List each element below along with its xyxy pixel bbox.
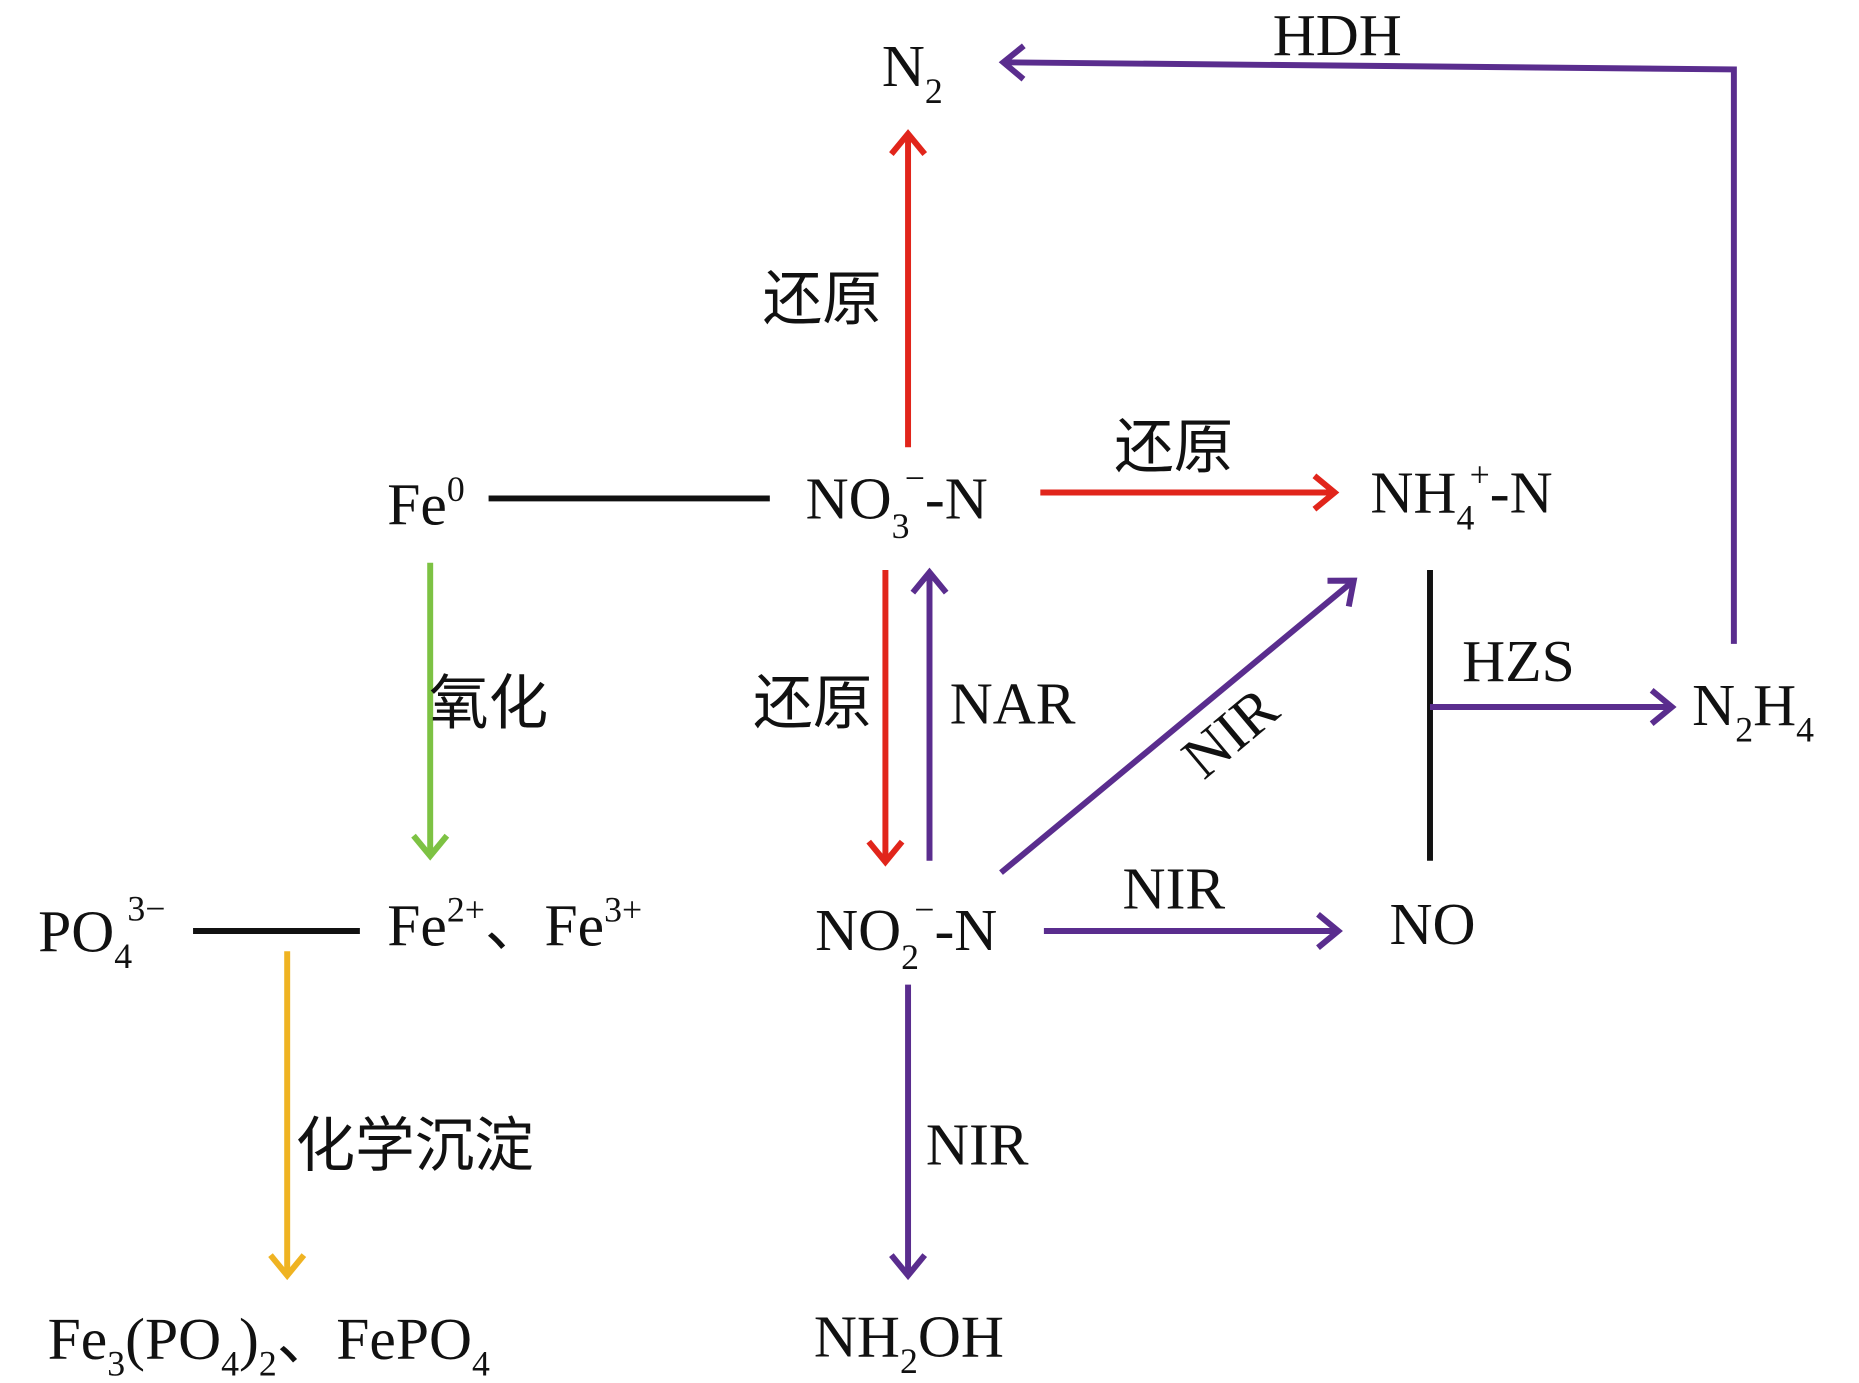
label-reduction-nh4: 还原: [1114, 414, 1233, 480]
node-no2-n: NO2−-N: [815, 889, 997, 977]
label-precipitation: 化学沉淀: [296, 1113, 534, 1179]
label-hzs: HZS: [1462, 628, 1575, 694]
node-fe0: Fe0: [387, 469, 464, 538]
no2-to-nh4-arrow: [999, 577, 1358, 875]
node-nh2oh: NH2OH: [814, 1303, 1004, 1381]
hdh-arrow: [998, 43, 1737, 644]
node-fe2-fe3: Fe2+、Fe3+: [387, 889, 642, 958]
label-hdh: HDH: [1273, 2, 1402, 68]
label-nir-nh2oh: NIR: [926, 1112, 1029, 1178]
node-fe3po42-fepo4: Fe3(PO4)2、FePO4: [48, 1306, 490, 1383]
label-reduction-n2: 还原: [763, 267, 882, 333]
node-no: NO: [1389, 891, 1475, 957]
label-reduction-no2: 还原: [753, 671, 872, 737]
node-nh4-n: NH4+-N: [1370, 455, 1552, 538]
node-po4: PO43−: [38, 888, 165, 976]
node-n2: N2: [882, 33, 943, 111]
label-oxidation: 氧化: [429, 671, 548, 737]
label-nir-diagonal: NIR: [1170, 674, 1291, 791]
label-nar: NAR: [950, 671, 1076, 737]
node-no3-n: NO3−-N: [806, 458, 988, 546]
label-nir-no: NIR: [1123, 855, 1226, 921]
node-n2h4: N2H4: [1692, 672, 1814, 750]
